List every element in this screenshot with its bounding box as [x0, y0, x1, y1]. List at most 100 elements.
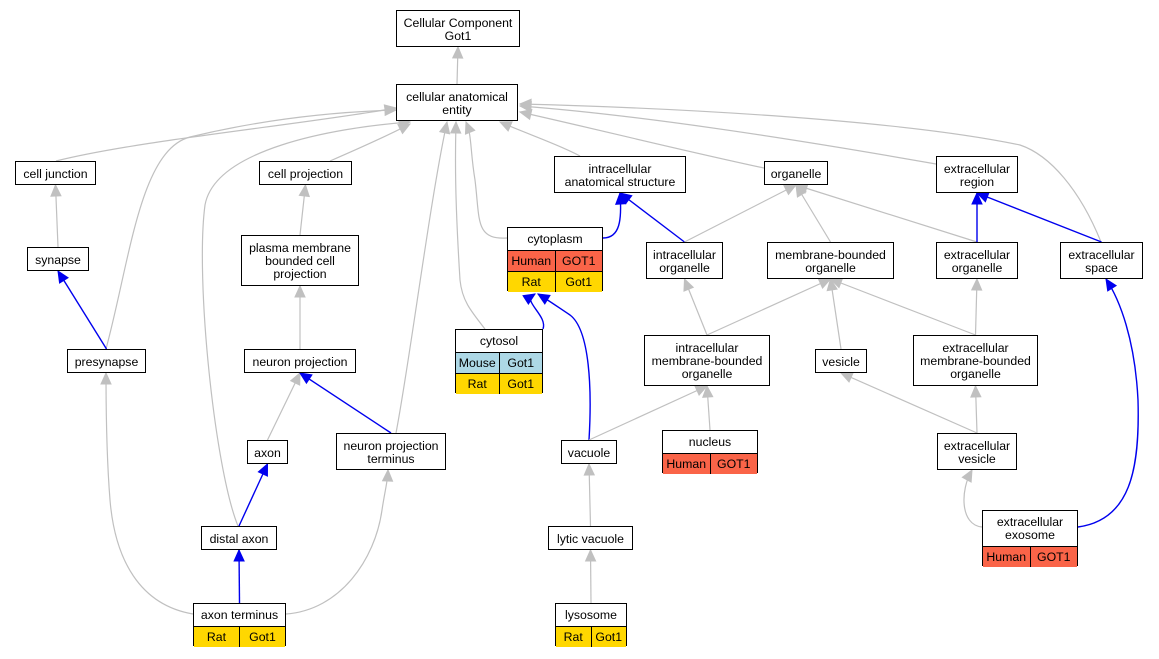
edge-axon-to-neuronproj	[266, 372, 301, 441]
term-node-extspace[interactable]: extracellular space	[1060, 242, 1143, 279]
term-node-lyticvacuole[interactable]: lytic vacuole	[548, 526, 633, 550]
arrowhead	[839, 372, 854, 383]
arrowhead	[826, 277, 838, 292]
edge-presynapse-to-synapse	[57, 270, 108, 350]
term-node-presynapse[interactable]: presynapse	[67, 349, 146, 373]
arrowhead	[522, 293, 537, 306]
term-label: lysosome	[565, 607, 617, 622]
arrowhead	[518, 98, 532, 111]
gene-cell: Got1	[554, 272, 603, 292]
term-label: extracellular membrane-bounded organelle	[920, 341, 1031, 381]
edge-intorg-to-ias	[619, 192, 685, 243]
edge-axonterminus-to-presynapse	[105, 372, 194, 615]
term-node-mbo[interactable]: membrane-bounded organelle	[767, 242, 894, 279]
term-node-cellprojection[interactable]: cell projection	[259, 161, 352, 185]
term-node-synapse[interactable]: synapse	[27, 247, 89, 271]
arrowhead	[464, 120, 476, 135]
term-label: Cellular Component Got1	[403, 15, 513, 43]
edge-extexosome-to-extspace	[1077, 278, 1139, 528]
term-label: extracellular exosome	[996, 514, 1064, 542]
arrowhead	[584, 548, 597, 562]
arrowhead	[100, 371, 112, 385]
edge-vesicle-to-mbo	[829, 278, 842, 350]
arrowhead	[971, 191, 983, 205]
term-node-neuronproj[interactable]: neuron projection	[244, 349, 356, 373]
term-label: cellular anatomical entity	[406, 89, 508, 117]
arrowhead	[384, 104, 398, 117]
arrowhead	[536, 293, 551, 305]
term-label: membrane-bounded organelle	[775, 247, 886, 275]
arrowhead	[381, 468, 394, 482]
edge-celljunction-to-cae	[55, 107, 397, 162]
edge-presynapse-to-cae	[105, 109, 397, 350]
term-node-celljunction[interactable]: cell junction	[15, 161, 96, 185]
term-node-imbo[interactable]: intracellular membrane-bounded organelle	[644, 335, 770, 386]
term-node-axon[interactable]: axon	[247, 440, 288, 464]
species-cell: Rat	[206, 630, 227, 644]
edge-vacuole-to-imbo	[588, 385, 708, 441]
arrowhead	[438, 120, 451, 135]
gene-cell: GOT1	[709, 454, 758, 474]
arrowhead	[961, 468, 973, 483]
term-label: extracellular organelle	[943, 247, 1011, 275]
term-label: organelle	[770, 166, 822, 181]
term-label: extracellular vesicle	[943, 438, 1011, 466]
edge-distalaxon-to-cae	[201, 121, 411, 527]
term-node-cae[interactable]: cellular anatomical entity	[396, 84, 518, 121]
arrowhead	[257, 462, 269, 477]
species-cell: Rat	[563, 630, 583, 644]
term-node-npt[interactable]: neuron projection terminus	[336, 433, 446, 470]
term-node-vesicle[interactable]: vesicle	[815, 349, 867, 373]
gene-cell: Got1	[590, 627, 627, 647]
arrowhead	[783, 184, 798, 196]
term-label: presynapse	[74, 354, 139, 369]
term-label: distal axon	[209, 531, 269, 546]
arrowhead	[619, 192, 633, 205]
arrowhead	[294, 284, 306, 298]
term-label: cell junction	[23, 166, 88, 181]
edge-extregion-to-cae	[519, 105, 937, 165]
term-label: neuron projection	[252, 354, 348, 369]
term-label: lytic vacuole	[557, 531, 624, 546]
gene-cell: Got1	[498, 353, 543, 373]
term-node-organelle[interactable]: organelle	[764, 161, 828, 185]
term-node-distalaxon[interactable]: distal axon	[201, 526, 277, 550]
edge-cellprojection-to-cae	[329, 123, 411, 162]
edge-intorg-to-organelle	[684, 184, 797, 243]
edge-vacuole-to-cytoplasm	[537, 293, 591, 441]
term-node-intorg[interactable]: intracellular organelle	[646, 242, 723, 279]
term-label: extracellular region	[943, 161, 1011, 189]
arrowhead	[683, 277, 695, 292]
edge-extvesicle-to-vesicle	[840, 372, 978, 434]
term-node-extvesicle[interactable]: extracellular vesicle	[937, 433, 1017, 470]
term-label: cell projection	[267, 166, 344, 181]
term-label: vesicle	[822, 354, 860, 369]
term-node-root[interactable]: Cellular Component Got1	[396, 10, 520, 47]
term-node-embo[interactable]: extracellular membrane-bounded organelle	[913, 335, 1038, 386]
term-node-extregion[interactable]: extracellular region	[936, 156, 1018, 193]
term-label: neuron projection terminus	[343, 438, 439, 466]
term-label: axon	[254, 445, 281, 460]
term-node-vacuole[interactable]: vacuole	[561, 440, 617, 464]
edge-ias-to-cae	[499, 121, 581, 157]
edge-cytosol-to-cae	[454, 121, 486, 330]
edge-imbo-to-mbo	[706, 278, 831, 336]
species-cell: Human	[511, 254, 552, 268]
edge-axonterminus-to-npt	[285, 469, 389, 615]
arrowhead	[583, 462, 596, 476]
term-node-extorg[interactable]: extracellular organelle	[936, 242, 1018, 279]
species-cell: Rat	[521, 275, 541, 289]
term-node-pmbcp[interactable]: plasma membrane bounded cell projection	[241, 235, 359, 286]
term-node-ias[interactable]: intracellular anatomical structure	[554, 156, 686, 193]
